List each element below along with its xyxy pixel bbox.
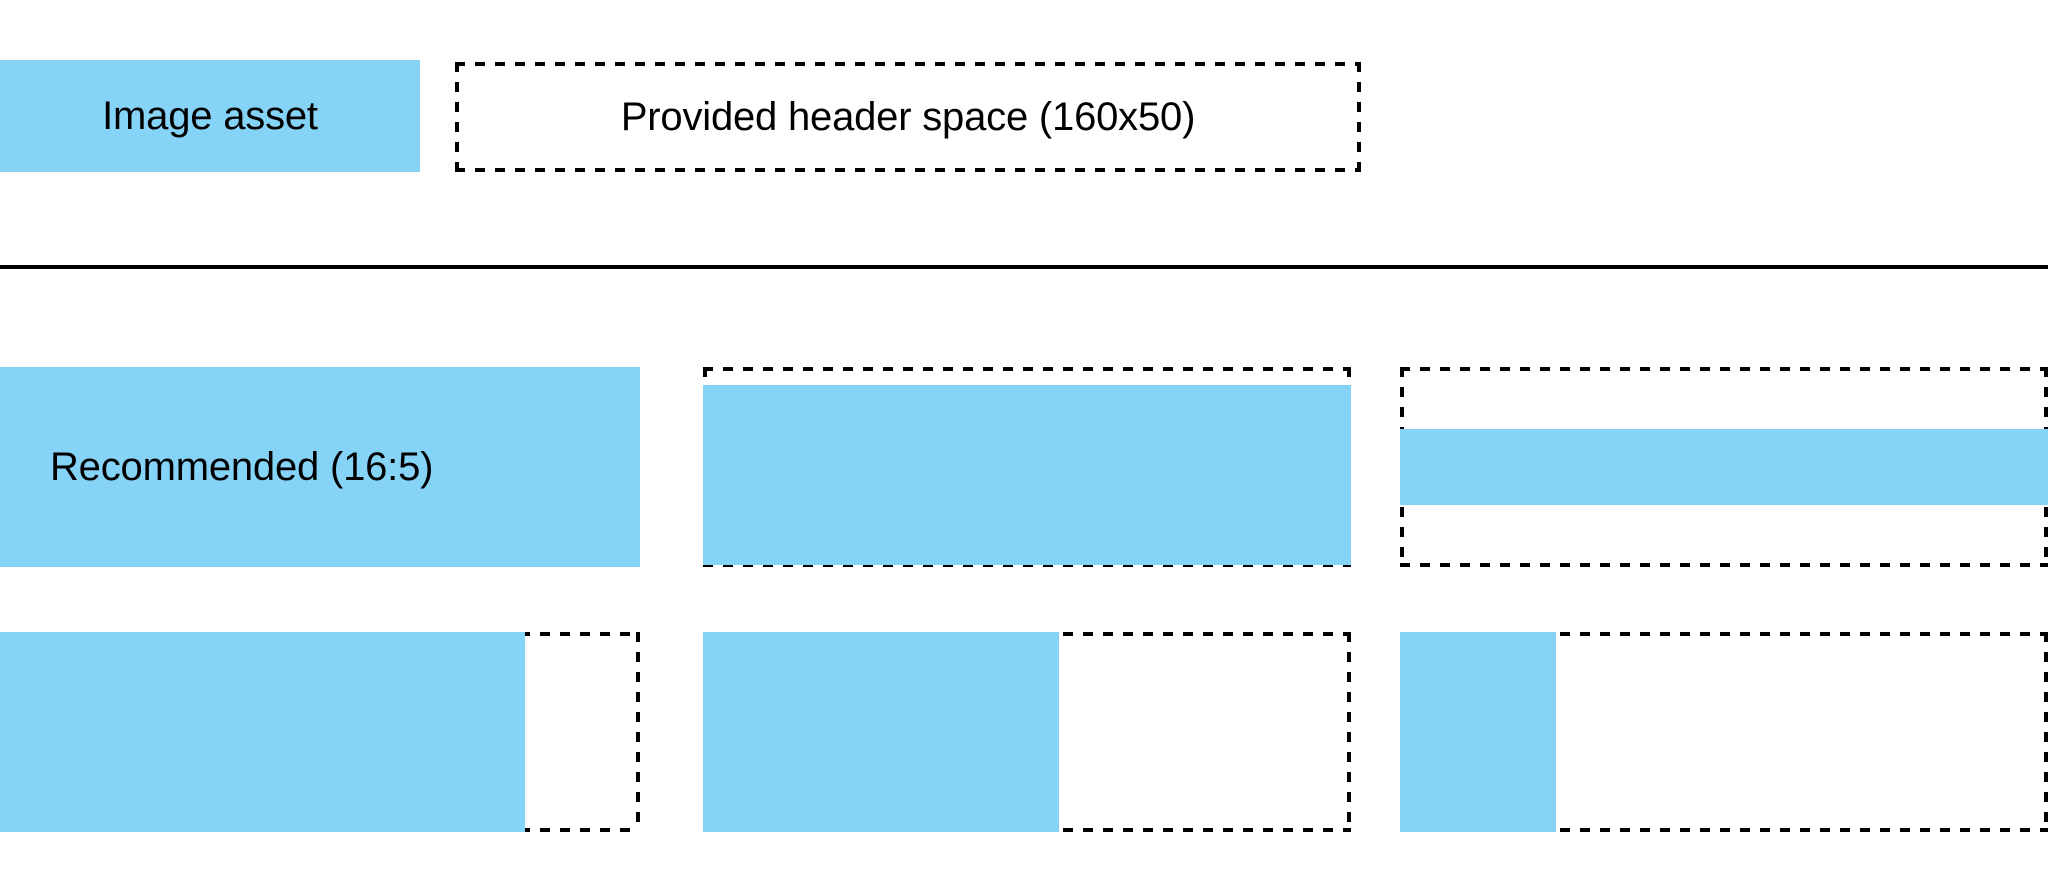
sample-cell-half-partial [703, 632, 1351, 832]
section-divider [0, 265, 2048, 269]
sample-cell-shorter-fill [703, 367, 1351, 567]
image-asset-swatch: Image asset [0, 60, 420, 172]
asset-fill-half-partial [703, 632, 1060, 832]
asset-fill-thin-band [1400, 429, 2048, 505]
asset-fill-narrow-partial [1400, 632, 1556, 832]
header-band: Image asset Provided header space (160x5… [0, 0, 2048, 269]
sample-cell-narrow-partial [1400, 632, 2048, 832]
recommended-label: Recommended (16:5) [50, 445, 434, 489]
asset-fill-wide-partial [0, 632, 525, 832]
sample-cell-wide-partial [0, 632, 640, 832]
sample-cell-recommended: Recommended (16:5) [0, 367, 640, 567]
provided-header-space-label: Provided header space (160x50) [620, 95, 1196, 139]
image-asset-label: Image asset [102, 94, 318, 138]
asset-fill-recommended [0, 367, 640, 567]
provided-header-space-box: Provided header space (160x50) [455, 62, 1361, 172]
sample-cell-thin-band [1400, 367, 2048, 567]
asset-fill-shorter [703, 385, 1351, 565]
